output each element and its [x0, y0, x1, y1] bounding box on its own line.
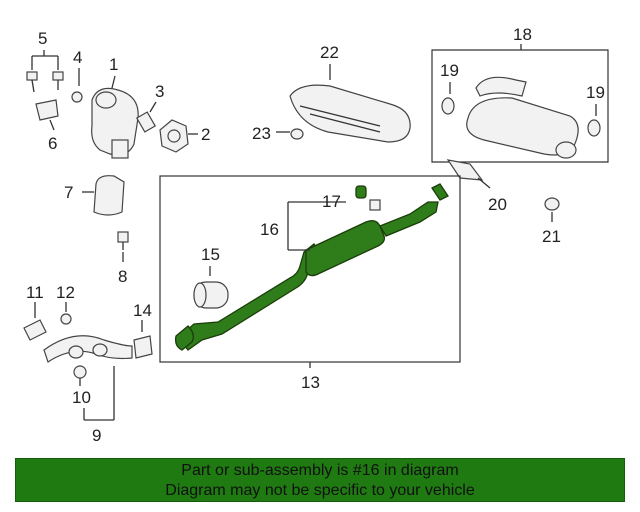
callout-5: 5 [38, 29, 47, 48]
callout-3: 3 [155, 82, 164, 101]
callout-15: 15 [201, 245, 220, 264]
callout-16: 16 [260, 220, 279, 239]
part-11-pad[interactable] [23, 302, 47, 341]
callout-6: 6 [48, 134, 57, 153]
part-2-gasket[interactable] [159, 119, 198, 153]
part-1-manifold-converter[interactable] [91, 75, 139, 159]
part-21-gasket[interactable] [544, 197, 560, 222]
callout-9: 9 [92, 426, 101, 445]
part-12-nut[interactable] [60, 302, 72, 325]
part-14-gasket[interactable] [133, 320, 153, 359]
part-info-banner: Part or sub-assembly is #16 in diagram D… [15, 458, 625, 502]
part-19-right-hanger[interactable] [587, 104, 601, 137]
part-9-front-pipe[interactable] [43, 335, 133, 379]
callout-11: 11 [26, 283, 44, 302]
callout-23: 23 [252, 124, 271, 143]
callout-18: 18 [513, 25, 532, 44]
callout-9-bracket [83, 366, 115, 421]
exhaust-parts-diagram: 5 4 6 1 3 2 7 8 [23, 25, 609, 445]
part-23-grommet[interactable] [276, 128, 304, 140]
part-19-left-hanger[interactable] [441, 82, 455, 115]
callout-13: 13 [301, 373, 320, 392]
part-4-nut[interactable] [71, 68, 83, 103]
callout-17: 17 [322, 192, 341, 211]
part-22-floor-shield[interactable] [289, 64, 411, 143]
callout-10: 10 [72, 388, 91, 407]
callout-22: 22 [320, 43, 339, 62]
callout-2: 2 [201, 125, 210, 144]
part-18-muffler[interactable] [466, 76, 579, 159]
callout-19a: 19 [440, 61, 459, 80]
banner-line-1: Part or sub-assembly is #16 in diagram [181, 462, 459, 479]
callout-14: 14 [133, 301, 152, 320]
part-18-muffler-group [431, 44, 609, 163]
callout-8: 8 [118, 267, 127, 286]
callout-12: 12 [56, 283, 75, 302]
part-15-clamp[interactable] [193, 266, 229, 309]
callout-16-bracket [287, 201, 346, 251]
part-16-center-exhaust-pipe[interactable] [174, 183, 449, 351]
callout-21: 21 [542, 227, 561, 246]
part-5-bolts[interactable] [26, 50, 64, 93]
callout-1: 1 [109, 55, 118, 74]
part-20-gasket[interactable] [446, 159, 491, 189]
part-7-heat-shield[interactable] [82, 175, 125, 216]
callout-20: 20 [488, 195, 507, 214]
banner-line-2: Diagram may not be specific to your vehi… [165, 482, 475, 499]
part-3-stud[interactable] [135, 101, 157, 133]
part-8-bolt[interactable] [117, 231, 129, 262]
callout-4: 4 [73, 48, 82, 67]
part-17-hanger-insulator[interactable] [369, 199, 381, 211]
callout-19b: 19 [586, 83, 605, 102]
part-6-bracket[interactable] [35, 99, 59, 131]
callout-7: 7 [64, 183, 73, 202]
